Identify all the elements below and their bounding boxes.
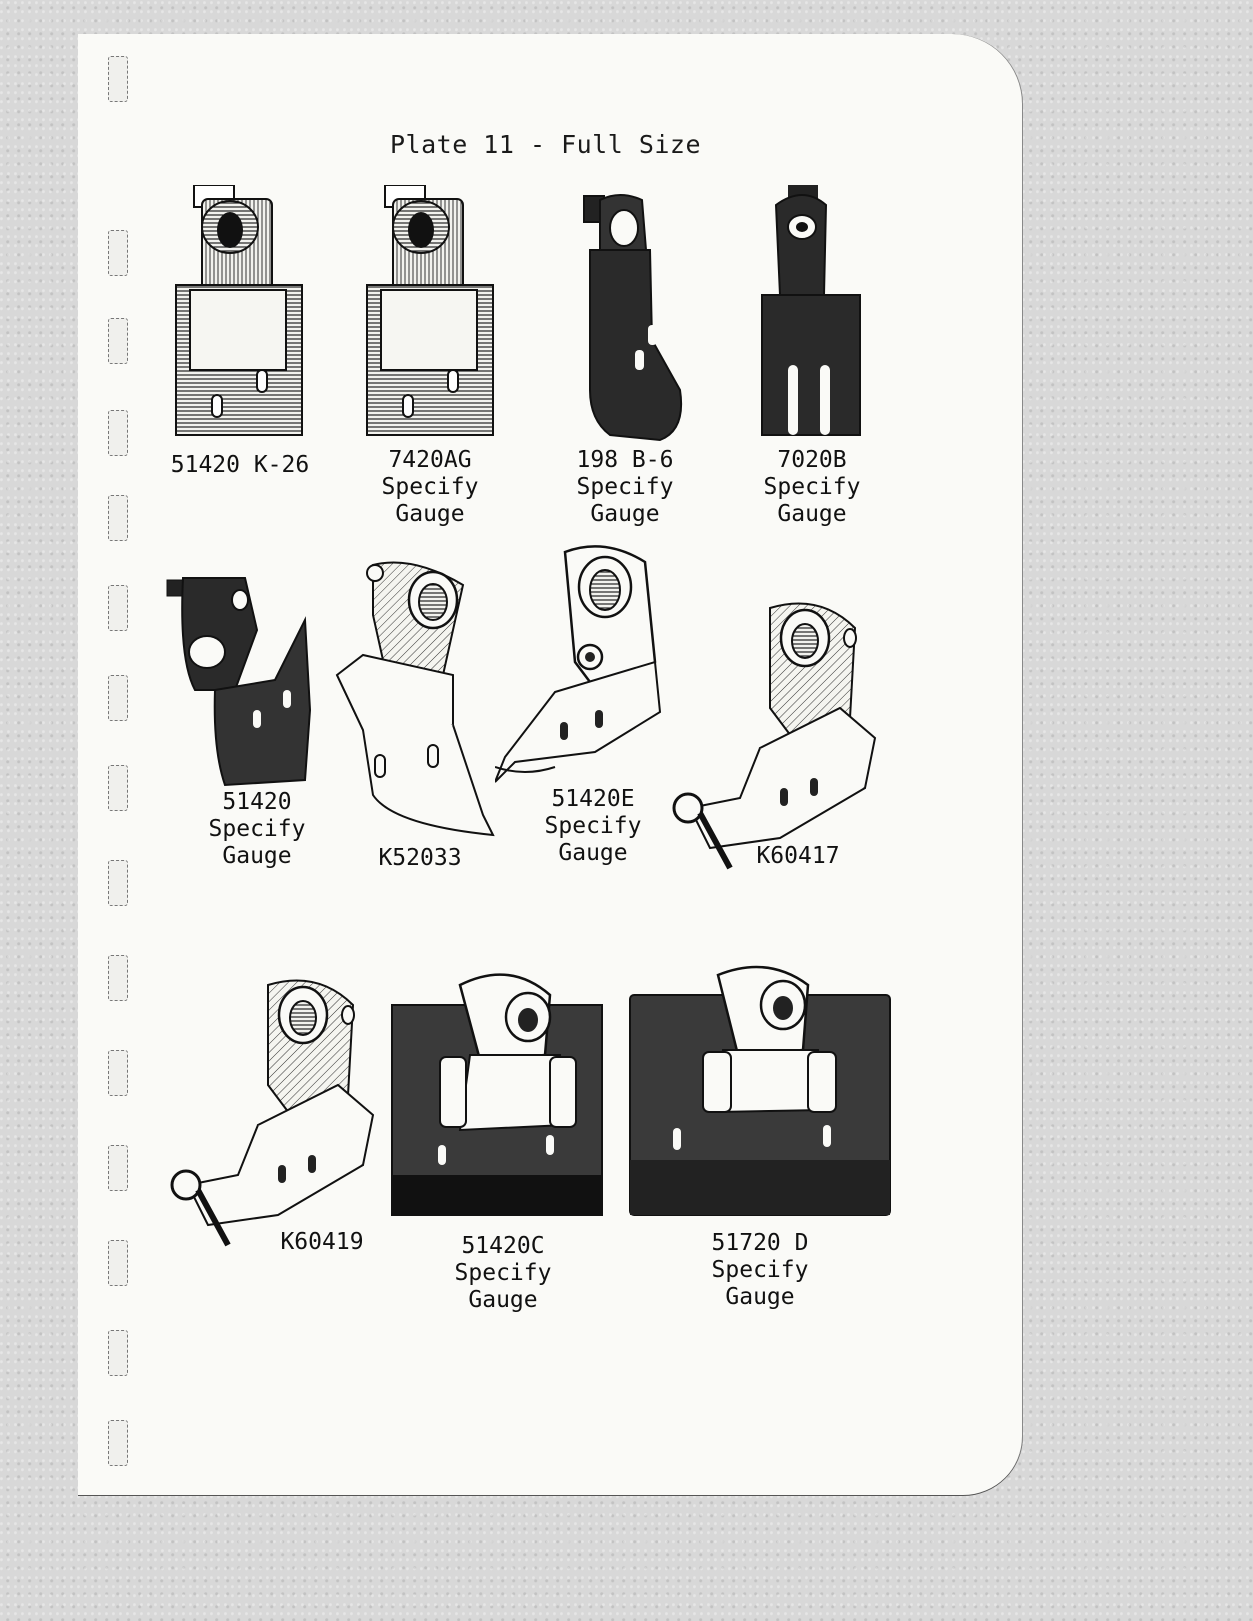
binder-hole xyxy=(108,860,128,906)
specify-text: Specify xyxy=(565,474,685,501)
part-number: 51420 K-26 xyxy=(160,452,320,479)
part-label-k60419: K60419 xyxy=(262,1229,382,1256)
specify-text: Specify xyxy=(533,813,653,840)
gauge-text: Gauge xyxy=(370,501,490,528)
presser-foot-k60419-illustration xyxy=(168,975,378,1255)
gauge-text: Gauge xyxy=(700,1284,820,1311)
part-number: K60417 xyxy=(738,843,858,870)
binder-hole xyxy=(108,1050,128,1096)
binder-hole xyxy=(108,1330,128,1376)
part-number: K52033 xyxy=(360,845,480,872)
gauge-text: Gauge xyxy=(565,501,685,528)
presser-foot-51720d-illustration xyxy=(628,960,893,1220)
part-number: 198 B-6 xyxy=(565,447,685,474)
part-number: K60419 xyxy=(262,1229,382,1256)
presser-foot-51420c-illustration xyxy=(390,965,615,1225)
part-number: 51420C xyxy=(443,1233,563,1260)
gauge-text: Gauge xyxy=(752,501,872,528)
specify-text: Specify xyxy=(370,474,490,501)
presser-foot-51420e-illustration xyxy=(495,542,675,792)
part-number: 7020B xyxy=(752,447,872,474)
binder-hole xyxy=(108,675,128,721)
part-label-198-b6: 198 B-6 Specify Gauge xyxy=(565,447,685,528)
specify-text: Specify xyxy=(197,816,317,843)
part-label-k60417: K60417 xyxy=(738,843,858,870)
part-label-7420ag: 7420AG Specify Gauge xyxy=(370,447,490,528)
part-label-51420-k26: 51420 K-26 xyxy=(160,452,320,479)
presser-foot-k60417-illustration xyxy=(670,598,880,878)
part-number: 51720 D xyxy=(700,1230,820,1257)
presser-foot-k52033-illustration xyxy=(333,555,503,845)
binder-hole xyxy=(108,56,128,102)
part-number: 51420E xyxy=(533,786,653,813)
binder-hole xyxy=(108,230,128,276)
binder-hole xyxy=(108,410,128,456)
part-label-51420: 51420 Specify Gauge xyxy=(197,789,317,870)
binder-hole xyxy=(108,955,128,1001)
plate-title: Plate 11 - Full Size xyxy=(390,130,730,159)
binder-hole xyxy=(108,585,128,631)
gauge-text: Gauge xyxy=(533,840,653,867)
part-label-51720d: 51720 D Specify Gauge xyxy=(700,1230,820,1311)
specify-text: Specify xyxy=(752,474,872,501)
binder-hole xyxy=(108,495,128,541)
specify-text: Specify xyxy=(443,1260,563,1287)
binder-hole xyxy=(108,318,128,364)
presser-foot-198-b6-illustration xyxy=(580,190,690,450)
part-label-k52033: K52033 xyxy=(360,845,480,872)
part-label-7020b: 7020B Specify Gauge xyxy=(752,447,872,528)
binder-hole xyxy=(108,1145,128,1191)
binder-hole xyxy=(108,765,128,811)
specify-text: Specify xyxy=(700,1257,820,1284)
gauge-text: Gauge xyxy=(197,843,317,870)
part-label-51420e: 51420E Specify Gauge xyxy=(533,786,653,867)
presser-foot-51420-k26-illustration xyxy=(172,185,312,445)
part-number: 51420 xyxy=(197,789,317,816)
part-number: 7420AG xyxy=(370,447,490,474)
presser-foot-7420ag-illustration xyxy=(363,185,503,445)
part-label-51420c: 51420C Specify Gauge xyxy=(443,1233,563,1314)
binder-hole xyxy=(108,1420,128,1466)
binder-hole xyxy=(108,1240,128,1286)
presser-foot-51420-illustration xyxy=(165,570,315,790)
presser-foot-7020b-illustration xyxy=(758,185,868,445)
gauge-text: Gauge xyxy=(443,1287,563,1314)
